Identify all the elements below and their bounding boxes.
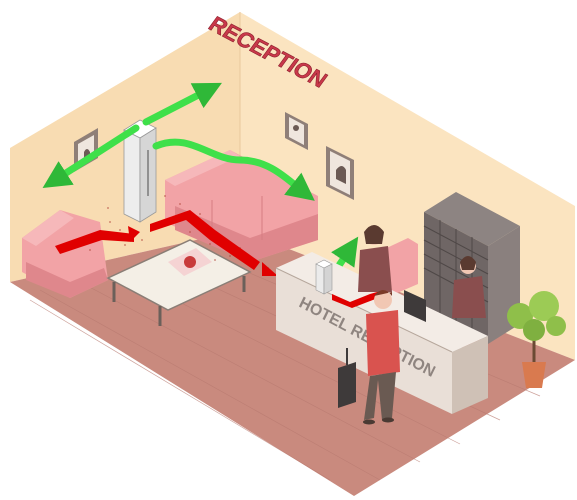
air-purifier-icon <box>316 260 332 294</box>
